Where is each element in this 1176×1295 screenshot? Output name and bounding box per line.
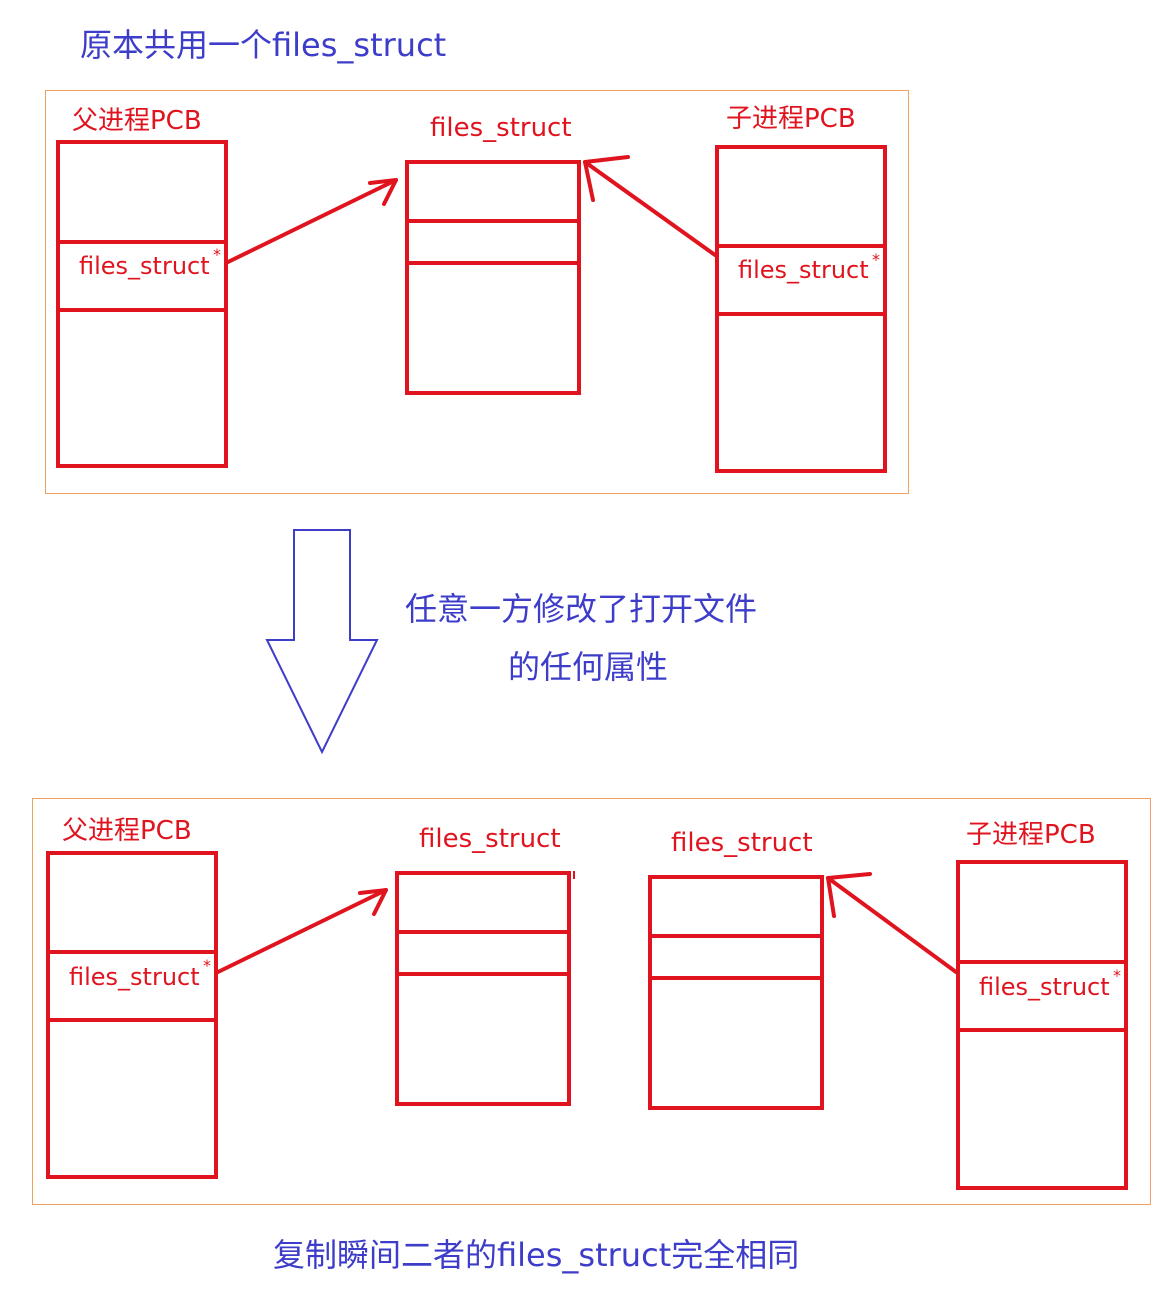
bottom-parent-arrow xyxy=(216,888,388,974)
bottom-frame xyxy=(32,798,1151,1205)
modify-note-line1: 任意一方修改了打开文件 xyxy=(405,590,758,628)
modify-note-line2: 的任何属性 xyxy=(508,648,669,686)
top-child-arrow xyxy=(583,155,717,257)
top-parent-pcb-label: 父进程PCB xyxy=(72,106,202,136)
top-shared-files-struct-label: files_struct xyxy=(430,113,572,143)
bottom-parent-files-struct-box xyxy=(395,871,571,1106)
bottom-child-files-struct-box xyxy=(648,875,824,1110)
down-arrow xyxy=(265,529,379,755)
bottom-parent-files-struct-label: files_struct xyxy=(419,824,561,854)
top-parent-files-pointer: files_struct xyxy=(79,252,210,280)
top-frame xyxy=(45,90,909,494)
bottom-parent-pointer-star: * xyxy=(203,956,211,975)
top-parent-pointer-star: * xyxy=(213,245,221,264)
top-child-pcb-box xyxy=(715,145,887,473)
bottom-child-pcb-label: 子进程PCB xyxy=(966,820,1096,850)
bottom-child-arrow xyxy=(826,872,958,974)
bottom-parent-files-pointer: files_struct xyxy=(69,963,200,991)
top-child-files-pointer: files_struct xyxy=(738,256,869,284)
bottom-caption: 复制瞬间二者的files_struct完全相同 xyxy=(273,1236,800,1274)
bottom-child-pointer-star: * xyxy=(1113,966,1121,985)
bottom-child-files-pointer: files_struct xyxy=(979,973,1110,1001)
top-child-pointer-star: * xyxy=(872,250,880,269)
top-caption: 原本共用一个files_struct xyxy=(80,26,447,64)
top-parent-arrow xyxy=(226,178,398,264)
bottom-child-pcb-box xyxy=(956,860,1128,1190)
top-child-pcb-label: 子进程PCB xyxy=(726,104,856,134)
top-parent-pcb-box xyxy=(56,140,228,468)
bottom-child-files-struct-label: files_struct xyxy=(671,828,813,858)
bottom-parent-pcb-box xyxy=(46,851,218,1179)
bottom-parent-pcb-label: 父进程PCB xyxy=(62,816,192,846)
top-shared-files-struct-box xyxy=(405,160,581,395)
